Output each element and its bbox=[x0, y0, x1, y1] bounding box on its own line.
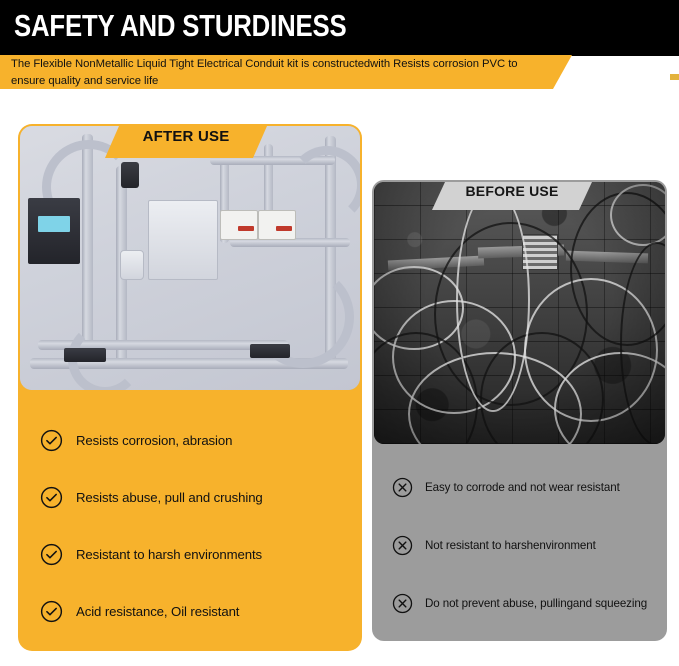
subtitle-banner bbox=[0, 55, 572, 89]
loose-cable bbox=[570, 192, 665, 346]
adapter-device bbox=[121, 162, 139, 188]
check-circle-icon bbox=[40, 543, 63, 566]
list-item: Easy to corrode and not wear resistant bbox=[392, 458, 657, 516]
list-item: Resists corrosion, abrasion bbox=[40, 412, 350, 469]
before-use-drawback-list: Easy to corrode and not wear resistant N… bbox=[392, 458, 657, 632]
list-item: Resists abuse, pull and crushing bbox=[40, 469, 350, 526]
conduit-bend bbox=[42, 140, 136, 234]
list-item: Do not prevent abuse, pullingand squeezi… bbox=[392, 574, 657, 632]
inline-connector bbox=[250, 344, 290, 358]
after-use-banner-label: AFTER USE bbox=[142, 128, 230, 145]
outlet-indicator bbox=[276, 226, 292, 231]
subtitle-line-1: The Flexible NonMetallic Liquid Tight El… bbox=[11, 58, 506, 70]
x-circle-icon bbox=[392, 593, 413, 614]
wall-outlet bbox=[220, 210, 258, 240]
header-bar bbox=[0, 0, 679, 56]
decorative-accent-sliver bbox=[670, 74, 679, 80]
subtitle-line-2: to ensure quality and service life bbox=[11, 58, 518, 87]
before-use-banner-label: BEFORE USE bbox=[465, 183, 559, 199]
list-item: Acid resistance, Oil resistant bbox=[40, 583, 350, 640]
list-item-label: Resistant to harsh environments bbox=[76, 547, 263, 562]
loose-cable bbox=[610, 184, 665, 246]
outlet-indicator bbox=[238, 226, 254, 231]
inline-connector bbox=[64, 348, 106, 362]
after-use-photo bbox=[20, 126, 360, 390]
conduit-segment bbox=[210, 156, 335, 165]
conduit-segment bbox=[220, 148, 229, 243]
photo-vignette bbox=[374, 182, 665, 444]
check-circle-icon bbox=[40, 429, 63, 452]
list-item-label: Not resistant to harshenvironment bbox=[425, 538, 596, 552]
wall-outlet bbox=[258, 210, 296, 240]
x-circle-icon bbox=[392, 477, 413, 498]
conduit-segment bbox=[38, 340, 288, 350]
page-title: SAFETY AND STURDINESS bbox=[14, 8, 347, 43]
subtitle-text: The Flexible NonMetallic Liquid Tight El… bbox=[11, 56, 531, 89]
check-circle-icon bbox=[40, 600, 63, 623]
x-circle-icon bbox=[392, 535, 413, 556]
after-use-benefit-list: Resists corrosion, abrasion Resists abus… bbox=[40, 412, 350, 640]
conduit-segment bbox=[230, 238, 350, 247]
check-circle-icon bbox=[40, 486, 63, 509]
list-item: Not resistant to harshenvironment bbox=[392, 516, 657, 574]
after-use-banner bbox=[105, 126, 267, 158]
conduit-bend bbox=[252, 266, 354, 368]
list-item-label: Resists corrosion, abrasion bbox=[76, 433, 233, 448]
loose-cable bbox=[554, 352, 665, 444]
list-item: Resistant to harsh environments bbox=[40, 526, 350, 583]
conduit-segment bbox=[30, 358, 348, 369]
list-item-label: Acid resistance, Oil resistant bbox=[76, 604, 240, 619]
before-use-photo bbox=[374, 182, 665, 444]
list-item-label: Resists abuse, pull and crushing bbox=[76, 490, 263, 505]
conduit-segment bbox=[82, 134, 93, 364]
conduit-segment bbox=[325, 136, 336, 368]
controller-lcd-screen bbox=[38, 216, 70, 232]
junction-box bbox=[148, 200, 218, 280]
power-strip bbox=[120, 250, 144, 280]
conduit-segment bbox=[264, 144, 273, 244]
list-item-label: Easy to corrode and not wear resistant bbox=[425, 480, 620, 494]
before-use-banner bbox=[432, 182, 592, 210]
list-item-label: Do not prevent abuse, pullingand squeezi… bbox=[425, 596, 648, 610]
conduit-bend bbox=[288, 146, 360, 224]
